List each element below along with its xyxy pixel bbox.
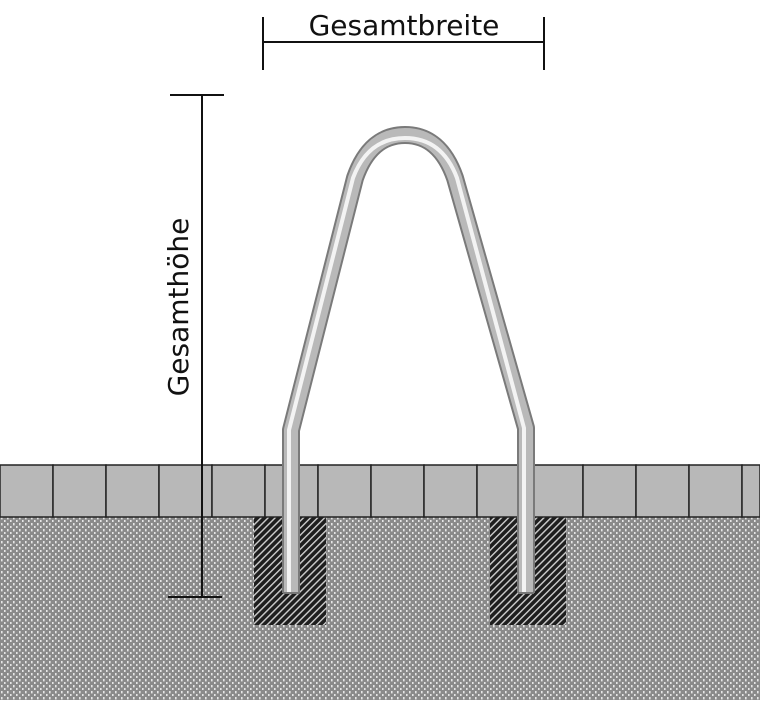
paving-stone [158, 464, 213, 518]
paving-stone [635, 464, 690, 518]
paving-stone [688, 464, 743, 518]
paving-stone [105, 464, 160, 518]
paving-stone [0, 464, 54, 518]
paving-stone [370, 464, 425, 518]
paving-stone [741, 464, 760, 518]
bike-stand-pipe [282, 126, 535, 594]
paving-stone [529, 464, 584, 518]
width-dimension: Gesamtbreite [262, 9, 545, 70]
width-label: Gesamtbreite [309, 9, 500, 42]
paving-stone [52, 464, 107, 518]
soil-ground [0, 517, 760, 700]
height-label: Gesamthöhe [162, 218, 195, 397]
paving-stones [0, 464, 760, 518]
paving-stone [582, 464, 637, 518]
height-dimension: Gesamthöhe [162, 94, 224, 598]
paving-stone [423, 464, 478, 518]
paving-stone [211, 464, 266, 518]
paving-stone [317, 464, 372, 518]
